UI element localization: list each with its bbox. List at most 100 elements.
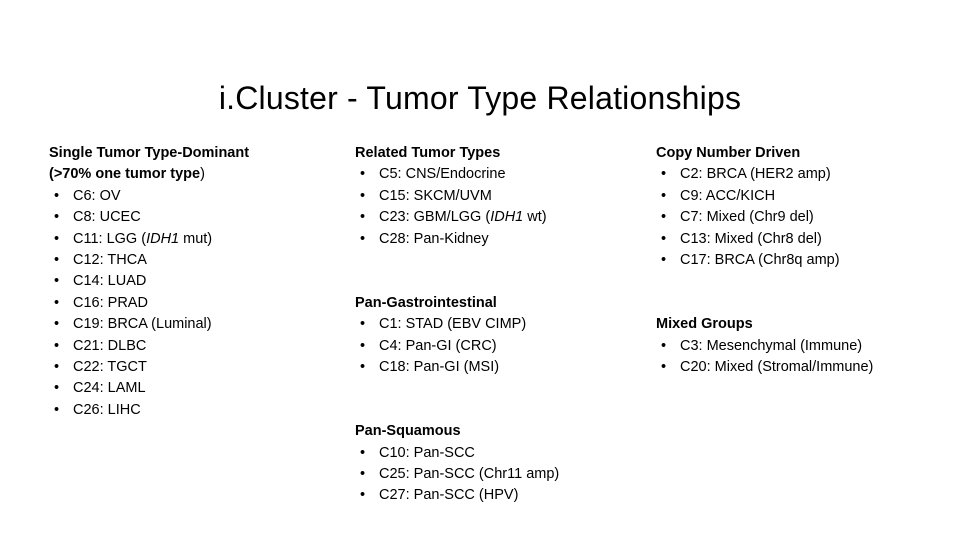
- group-title: Copy Number Driven: [656, 143, 956, 164]
- list-item: •C12: THCA: [49, 250, 349, 271]
- bullet-icon: •: [661, 209, 667, 226]
- group-pan-squamous: Pan-Squamous • C10: Pan-SCC •C25: Pan-SCC…: [355, 421, 655, 507]
- list-item-text: C9: ACC/KICH: [680, 187, 776, 204]
- list-item-text: C13: Mixed (Chr8 del): [680, 230, 822, 247]
- list-item-text-prefix: C23: GBM/LGG (: [379, 209, 491, 226]
- list-item-text: C8: UCEC: [73, 209, 141, 226]
- bullet-icon: •: [661, 252, 667, 269]
- list-item: • C27: Pan-SCC (HPV): [355, 485, 655, 506]
- list-item-text: C3: Mesenchymal (Immune): [680, 337, 863, 354]
- bullet-list: • C2: BRCA (HER2 amp) • C9: ACC/KICH • C7: …: [656, 164, 956, 271]
- group-title: Related Tumor Types: [355, 143, 655, 164]
- bullet-icon: •: [661, 359, 667, 376]
- group-copy-number-driven: Copy Number Driven • C2: BRCA (HER2 amp) …: [656, 143, 956, 271]
- list-item-text: C21: DLBC: [73, 337, 147, 354]
- list-item-text: C6: OV: [73, 187, 121, 204]
- bullet-icon: •: [54, 187, 60, 204]
- list-item: • C22: TGCT: [49, 357, 349, 378]
- list-item: • C18: Pan-GI (MSI): [355, 357, 655, 378]
- column-related-tumor-types: Related Tumor Types • C5: CNS/Endocrine •…: [355, 143, 655, 507]
- bullet-icon: •: [360, 466, 366, 483]
- bullet-list: • C5: CNS/Endocrine • C15: SKCM/UVM • C23: …: [355, 164, 655, 250]
- list-item: • C7: Mixed (Chr9 del): [656, 207, 956, 228]
- group-title-line-1: Mixed Groups: [656, 316, 753, 333]
- bullet-icon: •: [54, 230, 60, 247]
- bullet-icon: •: [54, 209, 60, 226]
- bullet-list: •C1: STAD (EBV CIMP) •C4: Pan-GI (CRC) •…: [355, 314, 655, 378]
- bullet-icon: •: [360, 359, 366, 376]
- group-pan-gastrointestinal: Pan-Gastrointestinal •C1: STAD (EBV CIMP…: [355, 293, 655, 379]
- list-item: • C5: CNS/Endocrine: [355, 164, 655, 185]
- list-item: • C3: Mesenchymal (Immune): [656, 336, 956, 357]
- list-item-text: C15: SKCM/UVM: [379, 187, 492, 204]
- bullet-icon: •: [360, 337, 366, 354]
- list-item-text: C19: BRCA (Luminal): [73, 316, 212, 333]
- bullet-icon: •: [54, 316, 60, 333]
- group-mixed-groups: Mixed Groups • C3: Mesenchymal (Immune) •…: [656, 314, 956, 378]
- bullet-icon: •: [54, 359, 60, 376]
- group-title: Single Tumor Type-Dominant: [49, 143, 349, 164]
- list-item-text: C22: TGCT: [73, 359, 147, 376]
- list-item: • C9: ACC/KICH: [656, 186, 956, 207]
- list-item-text: C18: Pan-GI (MSI): [379, 359, 500, 376]
- list-item-text-prefix: C11: LGG (: [73, 230, 147, 247]
- bullet-icon: •: [54, 252, 60, 269]
- list-item-text: C1: STAD (EBV CIMP): [379, 316, 527, 333]
- list-item-text: C24: LAML: [73, 380, 146, 397]
- list-item-text: C5: CNS/Endocrine: [379, 166, 506, 183]
- bullet-icon: •: [54, 401, 60, 418]
- list-item: • C6: OV: [49, 186, 349, 207]
- group-related-tumor-types: Related Tumor Types • C5: CNS/Endocrine •…: [355, 143, 655, 250]
- bullet-icon: •: [661, 337, 667, 354]
- list-item: • C8: UCEC: [49, 207, 349, 228]
- list-item: • C4: Pan-GI (CRC): [355, 336, 655, 357]
- bullet-icon: •: [54, 337, 60, 354]
- list-item-text: C26: LIHC: [73, 401, 141, 418]
- list-item: • C15: SKCM/UVM: [355, 186, 655, 207]
- page-title: i.Cluster - Tumor Type Relationships: [218, 80, 742, 117]
- gene-name-italic: IDH1: [146, 230, 180, 247]
- bullet-icon: •: [54, 273, 60, 290]
- list-item: • C10: Pan-SCC: [355, 443, 655, 464]
- bullet-icon: •: [54, 380, 60, 397]
- list-item: •C25: Pan-SCC (Chr11 amp): [355, 464, 655, 485]
- list-item: •C17: BRCA (Chr8q amp): [656, 250, 956, 271]
- group-title: Mixed Groups: [656, 314, 956, 335]
- bullet-icon: •: [661, 230, 667, 247]
- bullet-icon: •: [360, 187, 366, 204]
- list-item: •C11: LGG (IDH1 mut): [49, 229, 349, 250]
- list-item-text: C7: Mixed (Chr9 del): [680, 209, 814, 226]
- group-title-line-1: Single Tumor Type-Dominant: [49, 145, 250, 161]
- list-item-text: C28: Pan-Kidney: [379, 230, 489, 247]
- bullet-icon: •: [360, 230, 366, 247]
- list-item: •C1: STAD (EBV CIMP): [355, 314, 655, 335]
- column-copy-number-driven: Copy Number Driven • C2: BRCA (HER2 amp) …: [656, 143, 956, 378]
- bullet-icon: •: [661, 166, 667, 183]
- group-title: Pan-Gastrointestinal: [355, 293, 655, 314]
- group-title: Pan-Squamous: [355, 421, 655, 442]
- group-title-line-1: Pan-Gastrointestinal: [355, 294, 497, 311]
- bullet-icon: •: [661, 187, 667, 204]
- bullet-icon: •: [360, 166, 366, 183]
- bullet-icon: •: [360, 444, 366, 461]
- list-item-text: C27: Pan-SCC (HPV): [379, 487, 519, 504]
- column-single-tumor-type: Single Tumor Type-Dominant (>70% one tum…: [49, 143, 349, 421]
- list-item: •C23: GBM/LGG (IDH1 wt): [355, 207, 655, 228]
- list-item-text: C4: Pan-GI (CRC): [379, 337, 497, 354]
- list-item: •C16: PRAD: [49, 293, 349, 314]
- list-item-text: C2: BRCA (HER2 amp): [680, 166, 831, 183]
- content-columns: Single Tumor Type-Dominant (>70% one tum…: [0, 143, 960, 523]
- list-item: •C20: Mixed (Stromal/Immune): [656, 357, 956, 378]
- bullet-icon: •: [360, 209, 366, 226]
- list-item: •C14: LUAD: [49, 271, 349, 292]
- list-item-text: C10: Pan-SCC: [379, 444, 475, 461]
- list-item-text: C16: PRAD: [73, 294, 148, 311]
- group-title-subline: (>70% one tumor type): [49, 164, 349, 185]
- group-title-line-2-bold: (>70% one tumor type: [49, 166, 201, 183]
- bullet-icon: •: [360, 487, 366, 504]
- list-item: • C21: DLBC: [49, 336, 349, 357]
- list-item: • C19: BRCA (Luminal): [49, 314, 349, 335]
- list-item: • C26: LIHC: [49, 400, 349, 421]
- list-item: • C24: LAML: [49, 378, 349, 399]
- list-item: • C13: Mixed (Chr8 del): [656, 229, 956, 250]
